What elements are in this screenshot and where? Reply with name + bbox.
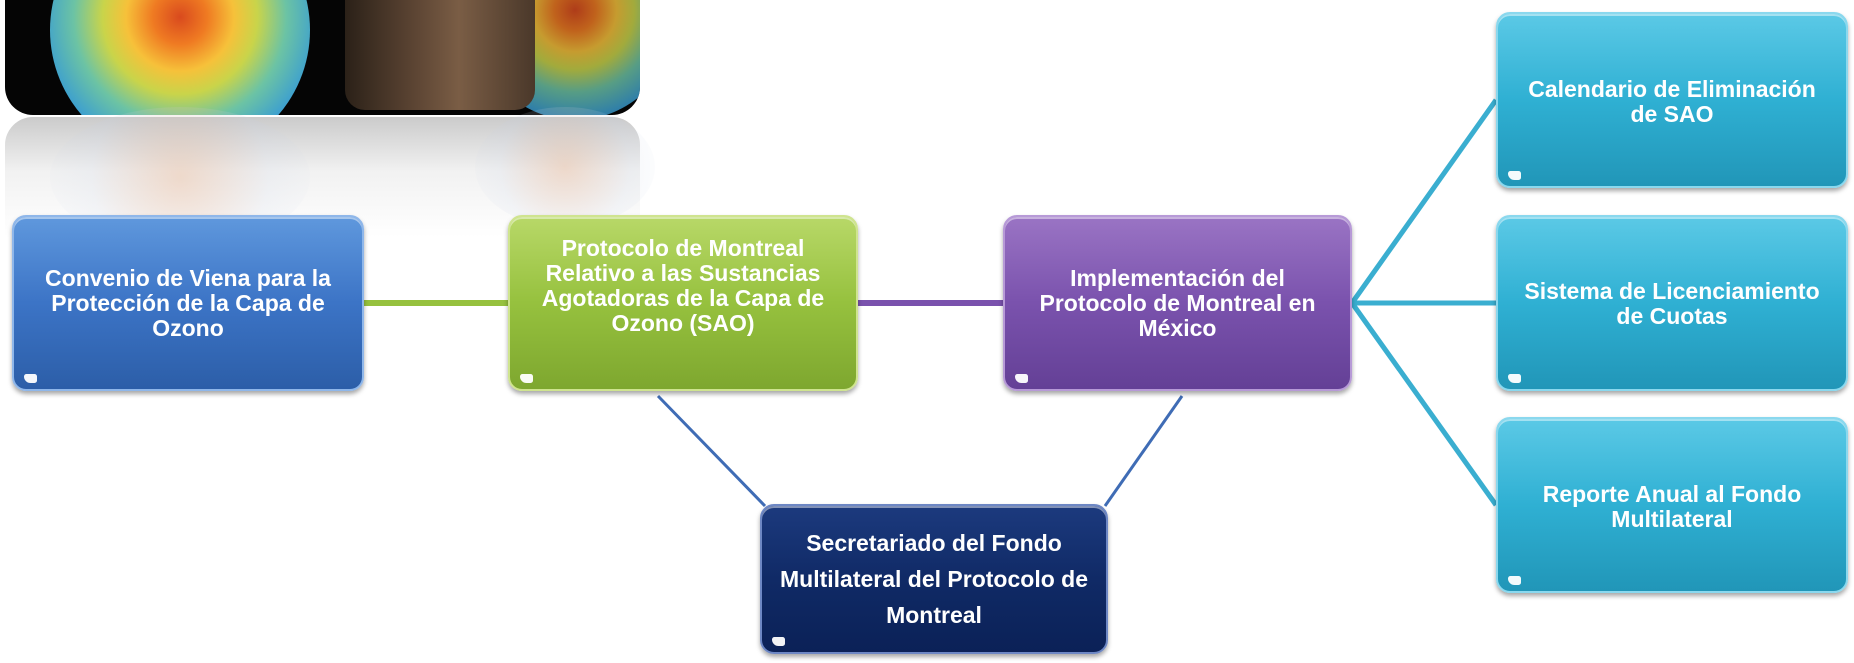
connector-implementacion-secretariado [1103,395,1184,507]
connector-montreal-secretariado [656,394,767,508]
node-secretariado-fondo-label: Secretariado del Fondo Multilateral del … [780,530,1088,628]
node-reporte-anual: Reporte Anual al Fondo Multilateral [1496,417,1848,593]
node-reporte-anual-label: Reporte Anual al Fondo Multilateral [1542,481,1802,532]
connector-implementacion-calendario [1349,98,1499,305]
node-implementacion-mexico: Implementación del Protocolo de Montreal… [1003,215,1352,391]
node-protocolo-montreal: Protocolo de Montreal Relativo a las Sus… [508,215,858,391]
node-implementacion-mexico-label: Implementación del Protocolo de Montreal… [1039,264,1316,341]
node-calendario-eliminacion: Calendario de Eliminación de SAO [1496,12,1848,188]
node-sistema-licenciamiento-label: Sistema de Licenciamiento de Cuotas [1524,278,1820,329]
node-secretariado-fondo: Secretariado del Fondo Multilateral del … [760,504,1108,654]
node-calendario-eliminacion-label: Calendario de Eliminación de SAO [1528,76,1816,127]
node-convenio-viena-label: Convenio de Viena para la Protección de … [45,264,331,341]
ozone-globe-icon [50,0,310,115]
globe-reflection-icon [475,107,655,227]
node-sistema-licenciamiento: Sistema de Licenciamiento de Cuotas [1496,215,1848,391]
node-convenio-viena: Convenio de Viena para la Protección de … [12,215,364,391]
person-silhouette-icon [345,0,535,110]
ozone-photo [5,0,640,115]
node-protocolo-montreal-label: Protocolo de Montreal Relativo a las Sus… [541,235,825,336]
connector-implementacion-reporte [1349,301,1499,507]
